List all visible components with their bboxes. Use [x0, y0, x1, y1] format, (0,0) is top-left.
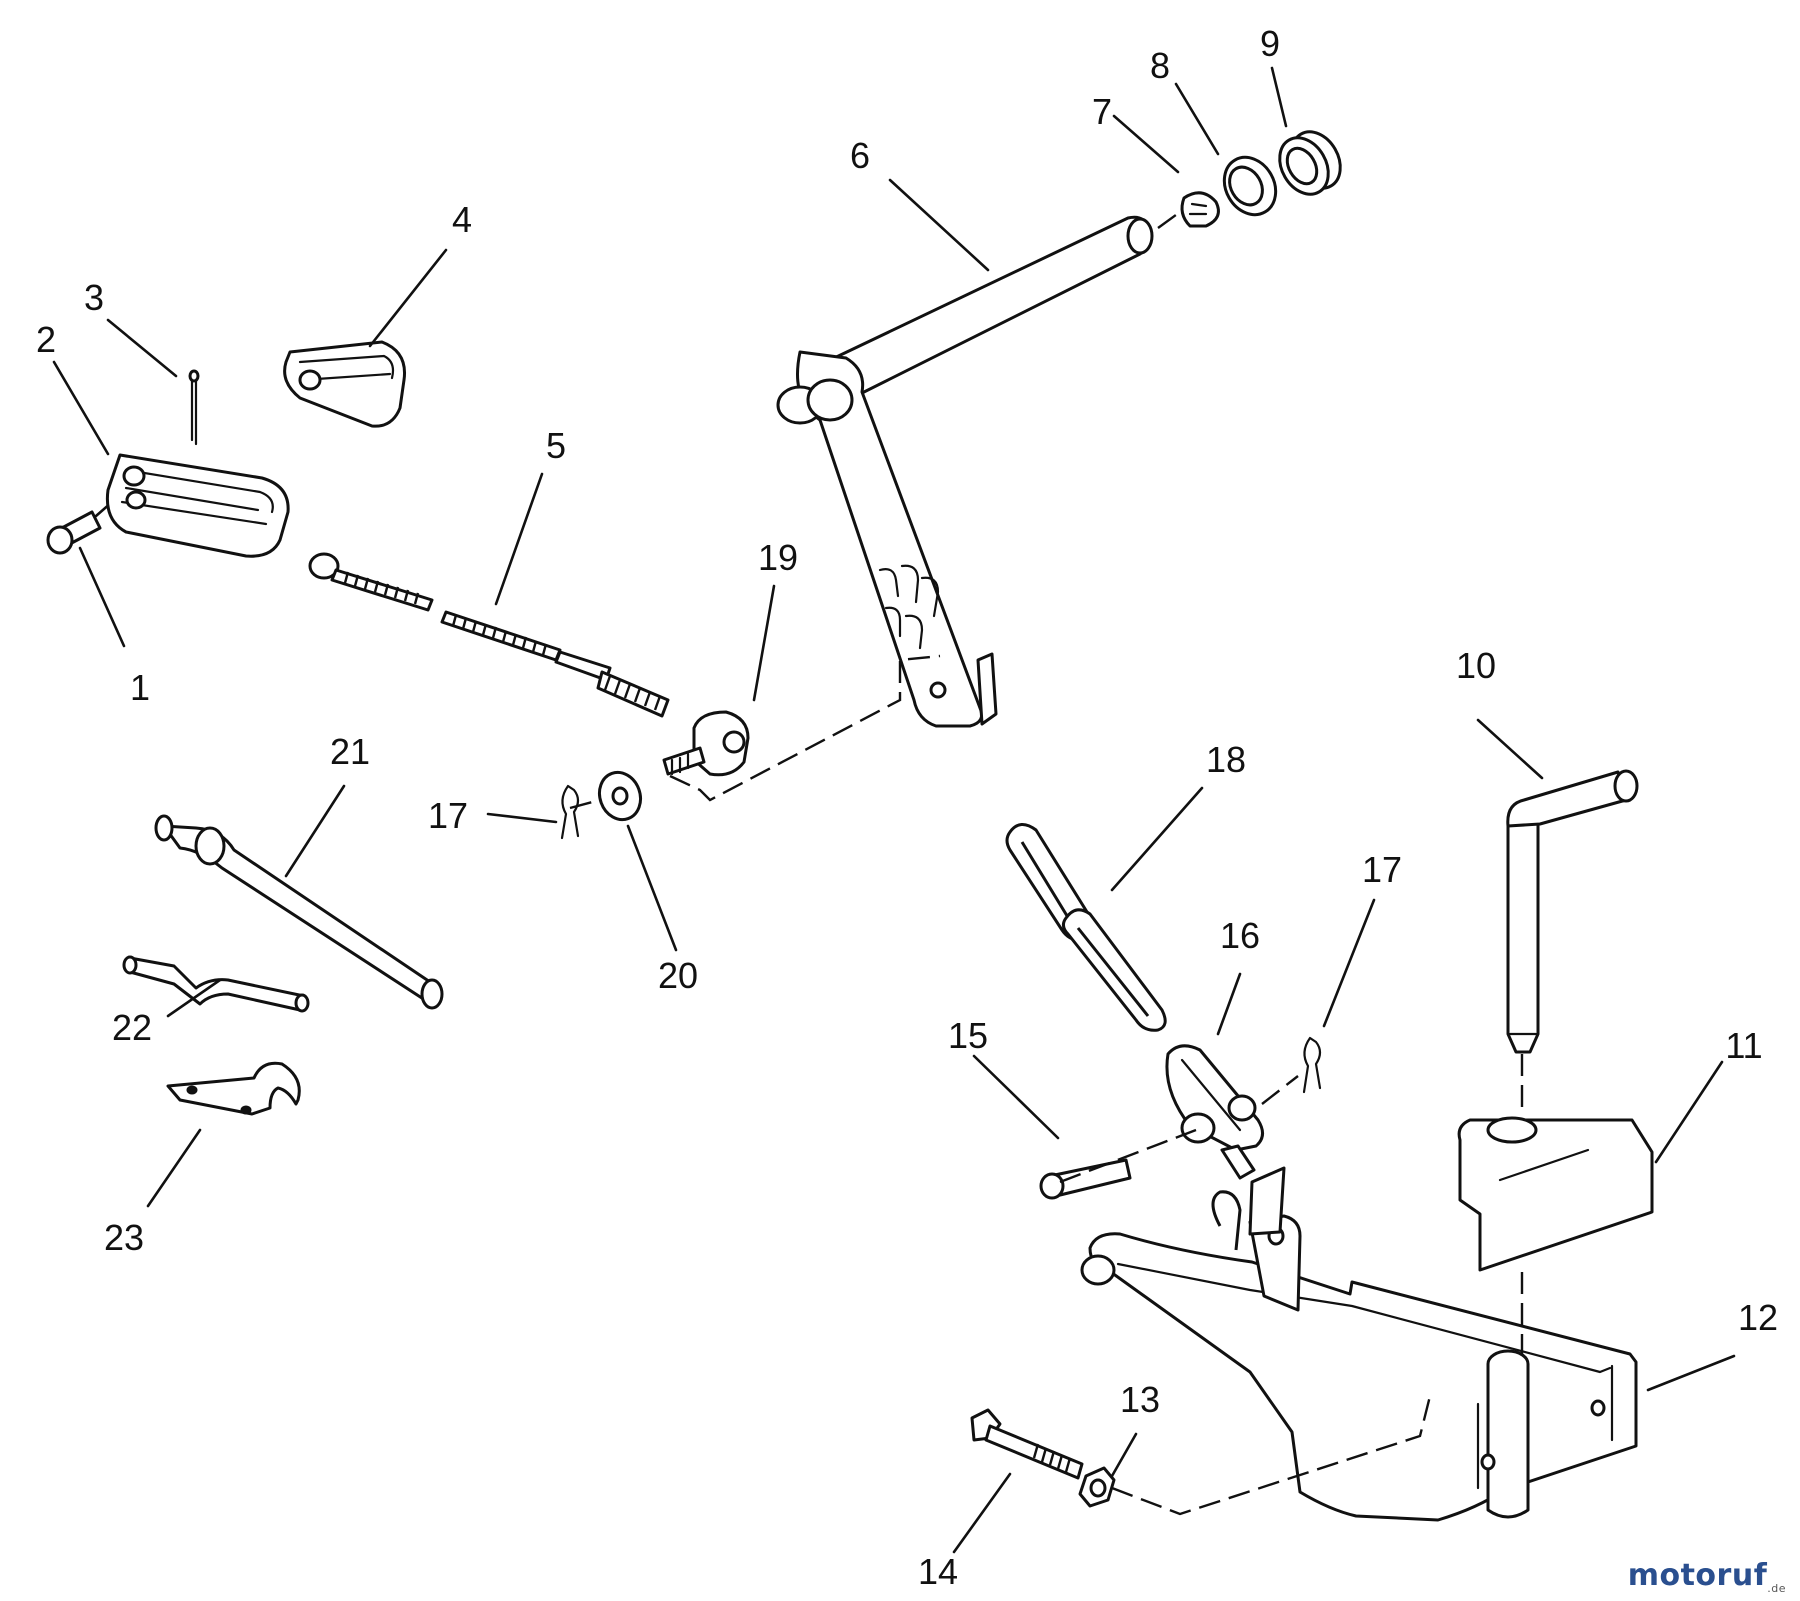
callout-3: 3 [84, 277, 104, 318]
callout-12: 12 [1738, 1297, 1778, 1338]
leader-lines [52, 66, 1736, 1554]
part-clevis [105, 453, 290, 558]
watermark-tld: .de [1767, 1582, 1786, 1595]
part-cotter-pin-3 [188, 369, 200, 446]
part-threaded-rod [308, 552, 670, 718]
callout-9: 9 [1260, 23, 1280, 64]
part-hairpin-17a [560, 784, 580, 840]
callout-14: 14 [918, 1551, 958, 1592]
part-bracket-11 [1457, 1054, 1654, 1272]
callout-7: 7 [1092, 91, 1112, 132]
callout-4: 4 [452, 199, 472, 240]
part-shaft-lever [776, 215, 1154, 728]
part-bushing-9 [1278, 130, 1342, 196]
callout-16: 16 [1220, 915, 1260, 956]
callout-15: 15 [948, 1015, 988, 1056]
part-washer-8 [1222, 155, 1278, 217]
part-nut-13 [1078, 1466, 1116, 1508]
part-hairpin-17b [1302, 1036, 1322, 1094]
part-e-clip [1180, 191, 1220, 228]
part-l-pin [1506, 769, 1639, 1054]
callout-6: 6 [850, 135, 870, 176]
callout-22: 22 [112, 1007, 152, 1048]
part-washer-20 [597, 770, 643, 822]
part-clevis-upper [283, 340, 407, 428]
part-bolt-14 [970, 1408, 1084, 1480]
callout-11: 11 [1725, 1025, 1762, 1066]
callout-10: 10 [1456, 645, 1496, 686]
callout-19: 19 [758, 537, 798, 578]
part-rod-21 [154, 814, 444, 1010]
part-bent-rod-22 [122, 955, 310, 1013]
part-clip-23 [166, 1061, 301, 1116]
part-swivel-19 [662, 710, 750, 777]
callout-21: 21 [330, 731, 370, 772]
part-frame-12 [1080, 1166, 1638, 1522]
assembly-lines [569, 211, 1432, 1516]
callout-20: 20 [658, 955, 698, 996]
part-clevis-16 [1165, 1044, 1264, 1180]
callout-17-right: 17 [1362, 849, 1402, 890]
callout-8: 8 [1150, 45, 1170, 86]
callout-13: 13 [1120, 1379, 1160, 1420]
callout-numbers: 1 2 3 4 5 6 7 8 9 10 11 12 13 14 15 16 1… [36, 23, 1778, 1592]
part-pin-15 [1039, 1158, 1132, 1200]
callout-17-left: 17 [428, 795, 468, 836]
callout-1: 1 [130, 667, 150, 708]
callout-2: 2 [36, 319, 56, 360]
callout-5: 5 [546, 425, 566, 466]
callout-18: 18 [1206, 739, 1246, 780]
watermark-logo: motoruf.de [1628, 1558, 1786, 1595]
callout-23: 23 [104, 1217, 144, 1258]
part-chain-18 [1005, 823, 1167, 1032]
watermark-brand: motoruf [1627, 1558, 1768, 1593]
